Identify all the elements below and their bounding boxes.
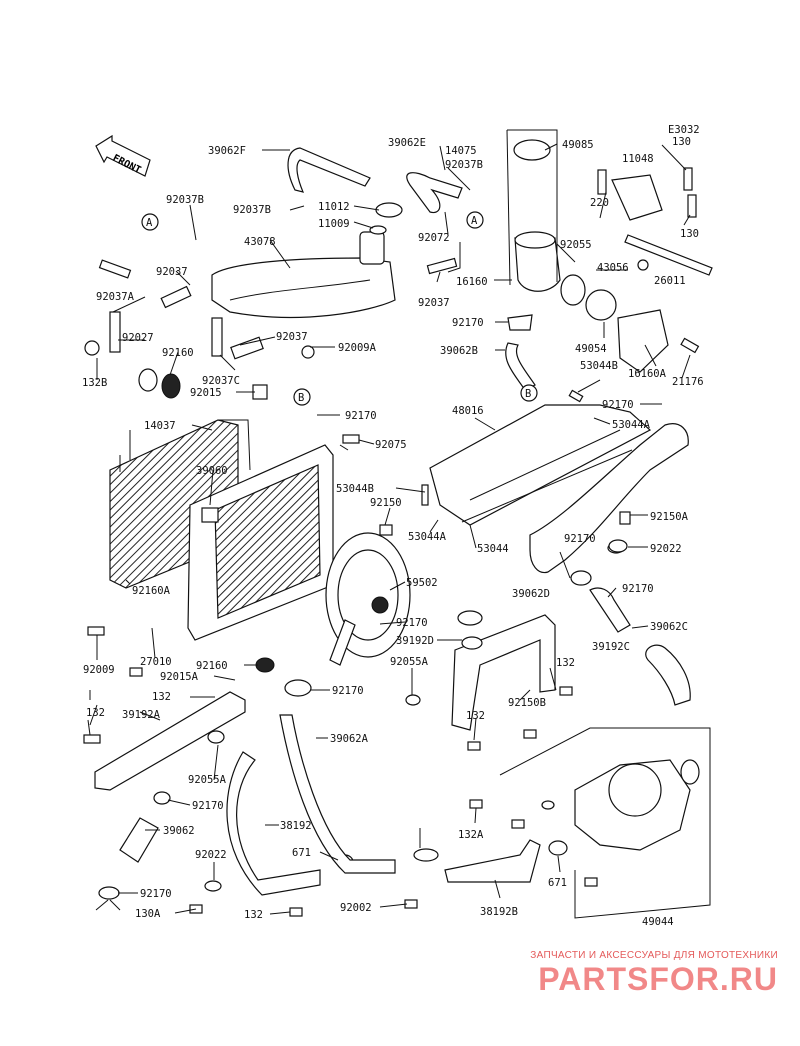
part-label: 92150 — [370, 497, 402, 509]
part-label: 11009 — [318, 218, 350, 230]
part-label: 132 — [152, 691, 171, 703]
parts-illustration — [83, 139, 713, 917]
part-label: 92150B — [508, 697, 546, 709]
part-label: 92170 — [564, 533, 596, 545]
part-label: 92160 — [162, 347, 194, 359]
part-label: 92037 — [418, 297, 450, 309]
part-label: 39192C — [592, 641, 630, 653]
part-labels: 39062F 92037B 92037B 11012 11009 43078 9… — [82, 136, 704, 928]
part-label: 92037B — [233, 204, 271, 216]
part-label: 132A — [458, 829, 484, 841]
part-label: 27010 — [140, 656, 172, 668]
part-label: 132 — [556, 657, 575, 669]
part-label: 53044B — [336, 483, 374, 495]
part-label: 92022 — [195, 849, 227, 861]
part-label: 39062C — [650, 621, 688, 633]
part-label: 92015 — [190, 387, 222, 399]
part-label: 14037 — [144, 420, 176, 432]
part-label: 39062A — [330, 733, 369, 745]
callout-a-right: A — [471, 215, 478, 227]
part-label: 39192D — [396, 635, 434, 647]
group-brackets — [89, 129, 711, 919]
part-label: 92037B — [445, 159, 483, 171]
part-label: 38192B — [480, 906, 518, 918]
diagram-code: E3032 — [668, 124, 700, 136]
part-label: 132 — [86, 707, 105, 719]
watermark-subtitle: ЗАПЧАСТИ И АКСЕССУАРЫ ДЛЯ МОТОТЕХНИКИ — [530, 950, 778, 961]
part-label: 92037C — [202, 375, 240, 387]
part-label: 53044B — [580, 360, 618, 372]
part-label: 92055A — [390, 656, 429, 668]
part-label: 59502 — [406, 577, 438, 589]
front-arrow: FRONT — [95, 134, 151, 177]
part-label: 92160 — [196, 660, 228, 672]
part-label: 26011 — [654, 275, 686, 287]
part-label: 14075 — [445, 145, 477, 157]
watermark-logo: PARTSFOR.RU — [538, 961, 778, 997]
callout-markers: A A B B — [141, 211, 538, 406]
part-label: 92150A — [650, 511, 689, 523]
part-label: 39062D — [512, 588, 550, 600]
part-label: 92170 — [452, 317, 484, 329]
part-label: 92009 — [83, 664, 115, 676]
part-label: 92170 — [396, 617, 428, 629]
part-label: 92055 — [560, 239, 592, 251]
part-label: 53044A — [612, 419, 651, 431]
part-label: 92170 — [332, 685, 364, 697]
part-label: 92037 — [156, 266, 188, 278]
part-label: 39062B — [440, 345, 478, 357]
part-label: 92170 — [622, 583, 654, 595]
part-label: 21176 — [672, 376, 704, 388]
part-label: 130A — [135, 908, 161, 920]
part-label: 92037A — [96, 291, 135, 303]
part-label: 49044 — [642, 916, 674, 928]
part-label: 16160 — [456, 276, 488, 288]
part-label: 132B — [82, 377, 107, 389]
part-label: 16160A — [628, 368, 667, 380]
part-label: 11012 — [318, 201, 350, 213]
part-label: 132 — [244, 909, 263, 921]
part-label: 11048 — [622, 153, 654, 165]
part-label: 92170 — [192, 800, 224, 812]
leader-lines — [87, 143, 691, 915]
callout-b-right: B — [525, 388, 531, 400]
part-label: 132 — [466, 710, 485, 722]
part-label: 92002 — [340, 902, 372, 914]
part-label: 38192 — [280, 820, 312, 832]
part-label: 92170 — [345, 410, 377, 422]
part-label: 220 — [590, 197, 609, 209]
part-label: 39192A — [122, 709, 161, 721]
part-label: 671 — [548, 877, 567, 889]
part-label: 92037 — [276, 331, 308, 343]
part-label: 53044 — [477, 543, 509, 555]
part-label: 49054 — [575, 343, 607, 355]
part-label: 39062E — [388, 137, 426, 149]
part-label: 92022 — [650, 543, 682, 555]
part-label: 92055A — [188, 774, 227, 786]
part-label: 92075 — [375, 439, 407, 451]
part-label: 92160A — [132, 585, 171, 597]
part-label: 39060 — [196, 465, 228, 477]
part-label: 92072 — [418, 232, 450, 244]
part-label: 92015A — [160, 671, 199, 683]
part-label: 39062 — [163, 825, 195, 837]
part-label: 92027 — [122, 332, 154, 344]
watermark: ЗАПЧАСТИ И АКСЕССУАРЫ ДЛЯ МОТОТЕХНИКИ PA… — [530, 950, 778, 998]
part-label: 92170 — [140, 888, 172, 900]
callout-a-left: A — [146, 217, 153, 229]
part-label: 130 — [672, 136, 691, 148]
part-label: 92009A — [338, 342, 377, 354]
part-label: 53044A — [408, 531, 447, 543]
part-label: 43056 — [597, 262, 629, 274]
part-label: 48016 — [452, 405, 484, 417]
callout-b-left: B — [298, 392, 304, 404]
part-label: 92037B — [166, 194, 204, 206]
part-label: 671 — [292, 847, 311, 859]
part-label: 39062F — [208, 145, 246, 157]
part-label: 130 — [680, 228, 699, 240]
part-label: 92170 — [602, 399, 634, 411]
part-label: 43078 — [244, 236, 276, 248]
part-label: 49085 — [562, 139, 594, 151]
